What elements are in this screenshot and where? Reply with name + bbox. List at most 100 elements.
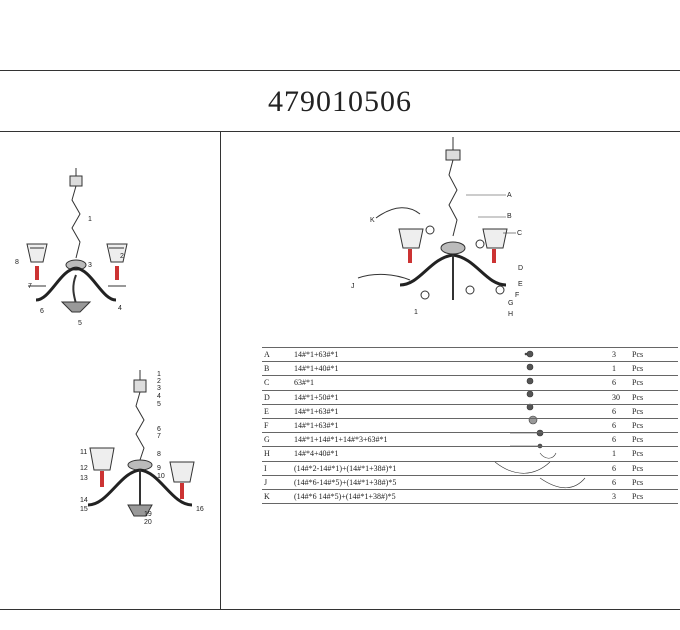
parts-qty: 6: [612, 420, 616, 430]
svg-text:4: 4: [157, 393, 161, 400]
callout-b: B: [507, 213, 512, 220]
parts-row: K (14#*6 14#*5)+(14#*1+38#)*5 3 Pcs: [262, 488, 678, 505]
parts-spec: 14#*1+50#*1: [294, 392, 339, 402]
parts-unit: Pcs: [632, 364, 644, 374]
parts-unit: Pcs: [632, 406, 644, 416]
parts-spec: 63#*1: [294, 378, 314, 388]
parts-unit: Pcs: [632, 420, 644, 430]
parts-row: J (14#*6-14#*5)+(14#*1+38#)*5 6 Pcs: [262, 474, 678, 489]
callout-j: J: [351, 283, 355, 290]
callout-1: 1: [414, 309, 418, 316]
parts-qty: 30: [612, 392, 620, 402]
svg-text:7: 7: [157, 433, 161, 440]
left-top-callouts: 1 2 3 4 5 6 7 8: [15, 216, 124, 327]
parts-qty: 3: [612, 350, 616, 359]
svg-text:9: 9: [157, 465, 161, 472]
left-bottom-chandelier: [87, 370, 195, 517]
parts-code: B: [264, 364, 270, 374]
callout: 1: [88, 216, 92, 223]
callout: 6: [40, 308, 44, 315]
svg-text:16: 16: [196, 506, 204, 513]
svg-text:10: 10: [157, 473, 165, 480]
callout-f: F: [515, 292, 519, 299]
parts-row: H 14#*4+40#*1 1 Pcs: [262, 446, 678, 460]
svg-text:6: 6: [157, 426, 161, 433]
parts-code: H: [264, 449, 270, 459]
parts-code: K: [264, 491, 270, 501]
parts-code: F: [264, 420, 269, 430]
parts-unit: Pcs: [632, 378, 644, 388]
parts-spec: (14#*6 14#*5)+(14#*1+38#)*5: [294, 491, 396, 501]
product-code: 479010506: [268, 85, 412, 118]
svg-text:13: 13: [80, 475, 88, 482]
right-callouts: A B C D E F G H J K 1: [351, 192, 523, 318]
parts-qty: 1: [612, 364, 616, 374]
parts-code: G: [264, 435, 270, 445]
callout-h: H: [508, 311, 513, 318]
callout: 4: [118, 305, 122, 312]
parts-qty: 3: [612, 491, 616, 501]
parts-unit: Pcs: [632, 491, 644, 501]
parts-row: D 14#*1+50#*1 30 Pcs: [262, 389, 678, 404]
svg-text:11: 11: [80, 449, 87, 456]
svg-text:1: 1: [157, 371, 161, 378]
svg-text:8: 8: [157, 451, 161, 458]
parts-qty: 6: [612, 477, 616, 487]
parts-unit: Pcs: [632, 477, 644, 487]
svg-text:3: 3: [157, 385, 161, 392]
callout: 2: [120, 253, 124, 260]
callout-g: G: [508, 300, 513, 307]
parts-unit: Pcs: [632, 392, 644, 402]
parts-row: I (14#*2-14#*1)+(14#*1+38#)*1 6 Pcs: [262, 460, 678, 475]
parts-unit: Pcs: [632, 435, 644, 445]
callout-c: C: [517, 230, 522, 237]
svg-text:12: 12: [80, 465, 88, 472]
callout: 5: [78, 320, 82, 327]
parts-row: A 14#*1+63#*1 3 Pcs: [262, 347, 678, 361]
svg-text:5: 5: [157, 401, 161, 408]
parts-code: C: [264, 378, 270, 388]
parts-row: G 14#*1+14#*1+14#*3+63#*1 6 Pcs: [262, 432, 678, 446]
parts-spec: 14#*1+63#*1: [294, 420, 339, 430]
parts-qty: 6: [612, 435, 616, 445]
right-chandelier: [357, 137, 508, 300]
vertical-divider: [220, 132, 221, 609]
callout-e: E: [518, 281, 523, 288]
parts-qty: 6: [612, 463, 616, 473]
parts-code: A: [264, 350, 270, 359]
parts-code: D: [264, 392, 270, 402]
parts-code: E: [264, 406, 269, 416]
parts-unit: Pcs: [632, 350, 644, 359]
callout-k: K: [370, 217, 375, 224]
svg-text:2: 2: [157, 378, 161, 385]
callout-d: D: [518, 265, 523, 272]
svg-text:15: 15: [80, 506, 88, 513]
parts-qty: 6: [612, 406, 616, 416]
parts-row: F 14#*1+63#*1 6 Pcs: [262, 417, 678, 432]
parts-spec: (14#*2-14#*1)+(14#*1+38#)*1: [294, 463, 397, 473]
parts-spec: 14#*1+14#*1+14#*3+63#*1: [294, 435, 388, 445]
left-bottom-callouts: 1 2 3 4 5 6 7 8 9 10 11 12 13 14 15 16 1…: [80, 371, 204, 526]
drawing-frame: 479010506: [0, 70, 680, 610]
parts-spec: (14#*6-14#*5)+(14#*1+38#)*5: [294, 477, 397, 487]
callout: 3: [88, 262, 92, 269]
parts-qty: 1: [612, 449, 616, 459]
svg-text:19: 19: [144, 511, 152, 518]
parts-code: I: [264, 463, 267, 473]
callout: 7: [28, 283, 32, 290]
svg-text:14: 14: [80, 497, 88, 504]
parts-code: J: [264, 477, 268, 487]
callout: 8: [15, 259, 19, 266]
parts-spec: 14#*4+40#*1: [294, 449, 339, 459]
callout-a: A: [507, 192, 512, 199]
parts-unit: Pcs: [632, 463, 644, 473]
left-top-chandelier: [26, 168, 128, 313]
parts-unit: Pcs: [632, 449, 644, 459]
title-row: 479010506: [0, 71, 680, 132]
parts-spec: 14#*1+63#*1: [294, 350, 339, 359]
